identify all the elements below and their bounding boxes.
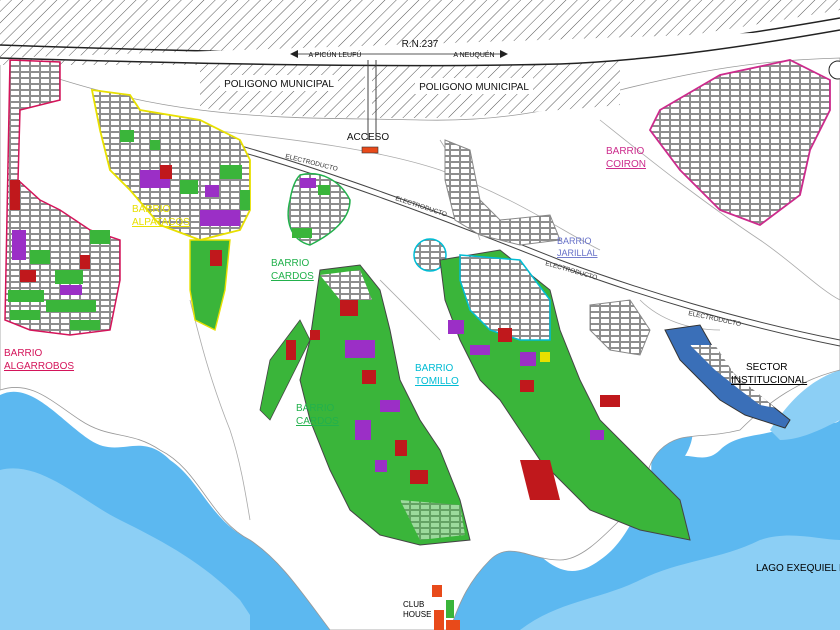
road-direction-right: A NEUQUÉN xyxy=(453,50,494,59)
barrio-tomillo-label-2: TOMILLO xyxy=(415,376,459,387)
barrio-coiron-area xyxy=(648,59,831,227)
barrio-cardos-north-label-2: CARDOS xyxy=(271,271,314,282)
road-direction-left: A PICÚN LEUFÚ xyxy=(309,50,362,59)
barrio-algarrobos-label-1: BARRIO xyxy=(4,348,43,359)
barrio-cardos-south-area xyxy=(259,264,471,546)
road-name: R.N.237 xyxy=(402,39,439,50)
barrio-tomillo-label-1: BARRIO xyxy=(415,363,454,374)
barrio-algarrobos-label-2: ALGARROBOS xyxy=(4,361,74,372)
municipal-polygon-left-label: POLIGONO MUNICIPAL xyxy=(224,79,334,90)
sector-institucional-label-1: SECTOR xyxy=(746,362,788,373)
barrio-alpatacos-label-2: ALPATACOS xyxy=(132,217,190,228)
access-label: ACCESO xyxy=(347,132,389,143)
barrio-cardos-north-label-1: BARRIO xyxy=(271,258,310,269)
access-marker xyxy=(361,146,379,154)
club-house-marker xyxy=(432,585,460,630)
lake-label: LAGO EXEQUIEL R xyxy=(756,563,840,574)
barrio-alpatacos-area xyxy=(90,88,251,332)
barrio-cardos-south-label-1: BARRIO xyxy=(296,403,335,414)
sector-institucional-label-2: INSTITUCIONAL xyxy=(731,375,808,386)
municipal-polygon-right-label: POLIGONO MUNICIPAL xyxy=(419,82,529,93)
barrio-alpatacos-label-1: BARRIO xyxy=(132,204,171,215)
club-house-label-2: HOUSE xyxy=(403,610,431,619)
compass-icon xyxy=(828,60,840,80)
club-house-label-1: CLUB xyxy=(403,600,424,609)
barrio-cardos-north-area xyxy=(287,173,351,246)
national-route xyxy=(0,17,840,67)
sector-institucional-area xyxy=(664,324,791,429)
barrio-algarrobos-area xyxy=(4,59,121,336)
barrio-jarillal-label-2: JARILLAL xyxy=(557,248,598,258)
barrio-cardos-south-label-2: CARDOS xyxy=(296,416,339,427)
barrio-coiron-label-1: BARRIO xyxy=(606,146,645,157)
barrio-tomillo-area xyxy=(413,238,691,541)
barrio-jarillal-label-1: BARRIO xyxy=(557,236,592,246)
barrio-coiron-label-2: COIRON xyxy=(606,159,646,170)
access-road xyxy=(367,60,377,140)
barrio-jarillal-area xyxy=(444,139,651,356)
